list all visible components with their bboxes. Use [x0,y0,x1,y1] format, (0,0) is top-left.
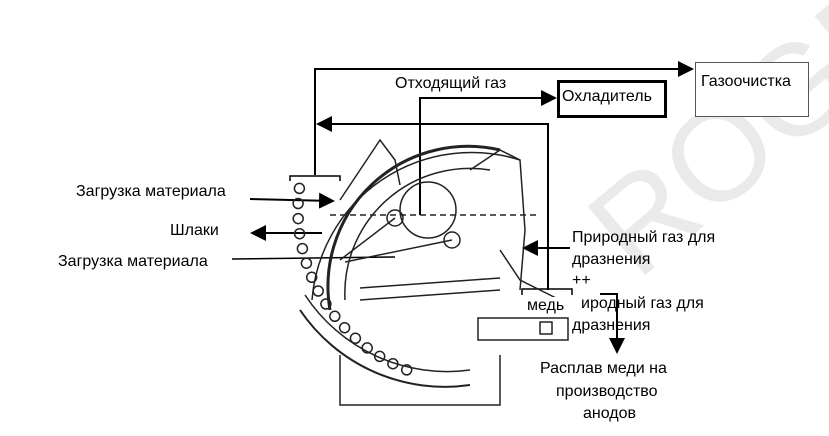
plus-label: ++ [572,272,591,289]
melt-label-1: Расплав меди на [540,360,667,378]
charge-label-2: Загрузка материала [58,253,208,270]
roller [349,332,362,345]
cooler-box: Охладитель [557,80,667,118]
roller [329,310,341,323]
roller [373,350,386,363]
melt-label-2: производство [556,383,658,401]
bracket-right [521,288,573,295]
roller [387,357,399,370]
roller [296,242,309,255]
roller [320,298,332,310]
melt-label-3: анодов [583,405,637,423]
natural-gas-label-1a: Природный газ для [572,229,716,246]
cooler-line [419,90,557,215]
roller [293,182,306,195]
roller [361,342,373,354]
roller [292,197,304,210]
roller [292,212,304,225]
natural-gas-label-1b: дразнения [572,251,651,268]
copper-label: медь [527,297,565,315]
roller [293,227,306,240]
offgas-line [314,61,694,175]
gas-cleaning-box: Газоочистка [695,62,809,117]
charge-label-1: Загрузка материала [76,183,226,200]
roller [305,271,318,284]
roller [300,257,313,269]
return-line [316,116,549,290]
roller-chain [292,182,413,376]
roller [338,321,351,334]
gas-cleaning-label: Газоочистка [701,73,791,90]
natural-gas-label-2b: дразнения [572,317,651,334]
melt-arrow [600,293,625,354]
natural-gas-label-2a: иродный газ для [581,295,704,312]
cooler-label: Охладитель [562,88,652,105]
roller [312,285,324,297]
charge-arrow-1 [249,192,335,209]
slag-label: Шлаки [170,222,219,239]
off-gas-label: Отходящий газ [395,75,507,92]
roller [400,364,413,376]
furnace-drawing [299,138,569,406]
bracket-left [289,175,341,181]
